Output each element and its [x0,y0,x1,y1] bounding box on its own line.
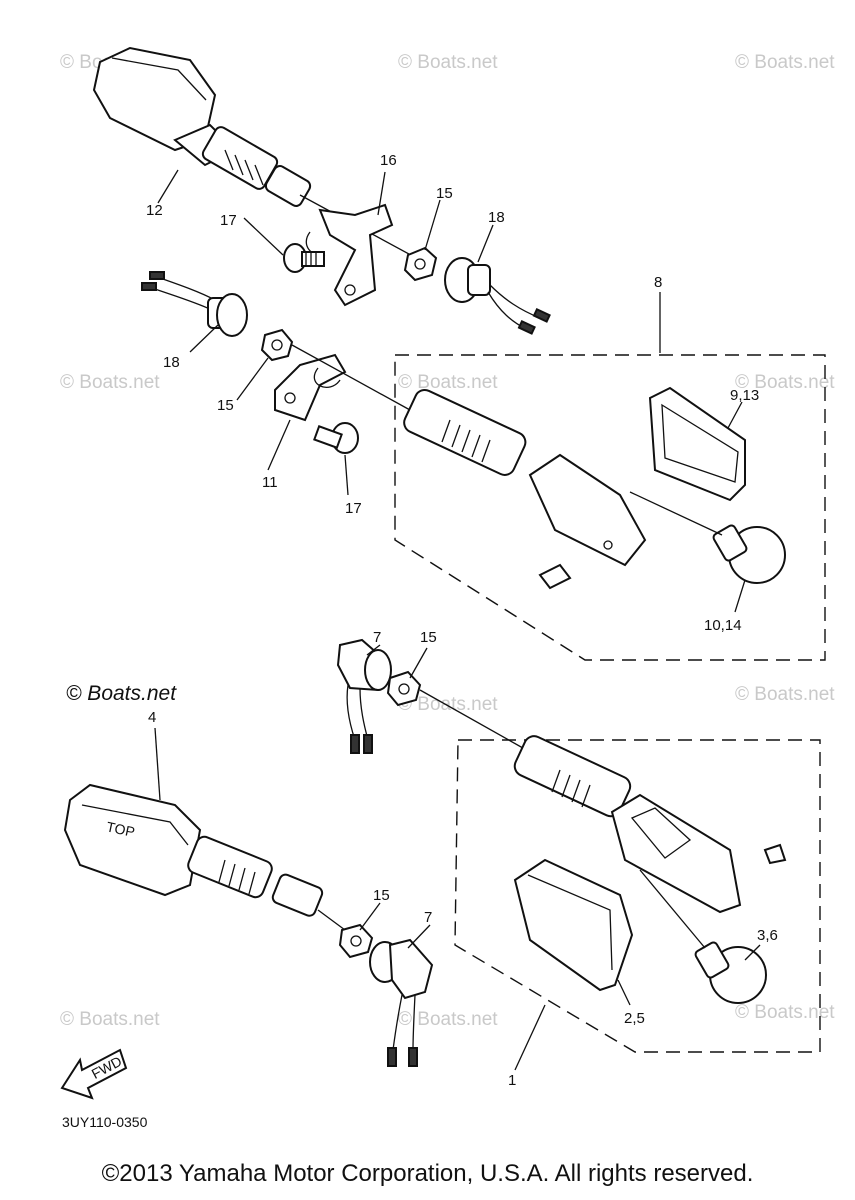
callout: 15 [373,887,390,904]
turn-signal-lower-left [63,783,346,931]
callout: 17 [220,212,237,229]
nut-15-upper [403,246,438,282]
callout: 7 [373,629,381,646]
bolt-17-middle [313,422,359,454]
callout: 3,6 [757,927,778,944]
turn-signal-upper-left [92,46,421,261]
wire-middle [291,344,411,411]
assembly-box-1 [454,739,821,1053]
watermark: © Boats.net [398,52,498,73]
watermark: © Boats.net [398,694,498,715]
watermark: © Boats.net [735,1002,835,1023]
wire-lower [419,689,531,753]
callout: 2,5 [624,1010,645,1027]
grommet-7-upper [336,638,392,754]
bulb-3-6 [639,869,767,1004]
turn-signal-lower-right [513,735,787,914]
grommet-7-bottom [369,938,434,1067]
watermark-overlay: © Boats.net [66,682,177,705]
callout: 10,14 [704,617,742,634]
lens-2-5 [513,858,634,992]
assembly-box-8 [394,354,826,661]
bulb-10-14 [629,491,786,584]
turn-signal-middle [403,388,647,590]
watermark: © Boats.net [735,684,835,705]
callout: 15 [217,397,234,414]
nut-15-lower [386,670,422,707]
copyright-notice: ©2013 Yamaha Motor Corporation, U.S.A. A… [101,1160,754,1187]
callout: 1 [508,1072,516,1089]
watermarks: © Boats.net © Boats.net © Boats.net © Bo… [60,52,835,1030]
diagram-code: 3UY110-0350 [62,1114,148,1130]
fwd-arrow-icon: FWD [60,1048,128,1100]
lens-9-13 [648,386,746,502]
watermark: © Boats.net [735,372,835,393]
grommet-18-upper [444,257,551,335]
watermark: © Boats.net [398,372,498,393]
callout: 12 [146,202,163,219]
leader-lines [154,169,761,1071]
watermark: © Boats.net [398,1009,498,1030]
callout: 16 [380,152,397,169]
callout: 15 [436,185,453,202]
watermark: © Boats.net [60,1009,160,1030]
top-marking: TOP [105,818,136,840]
callout: 17 [345,500,362,517]
nut-15-middle [260,328,294,362]
callout: 15 [420,629,437,646]
callout: 11 [262,474,278,491]
callout: 18 [488,209,505,226]
grommet-18-middle [141,271,248,337]
nut-15-bottom [338,923,374,959]
bracket-11 [274,353,347,422]
callout-numbers: 12 16 15 18 17 18 15 11 17 8 9,13 10,14 … [146,152,778,1089]
callout: 9,13 [730,387,759,404]
callout: 4 [148,709,156,726]
callout: 18 [163,354,180,371]
watermark: © Boats.net [735,52,835,73]
watermark: © Boats.net [60,372,160,393]
callout: 7 [424,909,432,926]
bolt-17-upper [283,243,325,273]
callout: 8 [654,274,662,291]
